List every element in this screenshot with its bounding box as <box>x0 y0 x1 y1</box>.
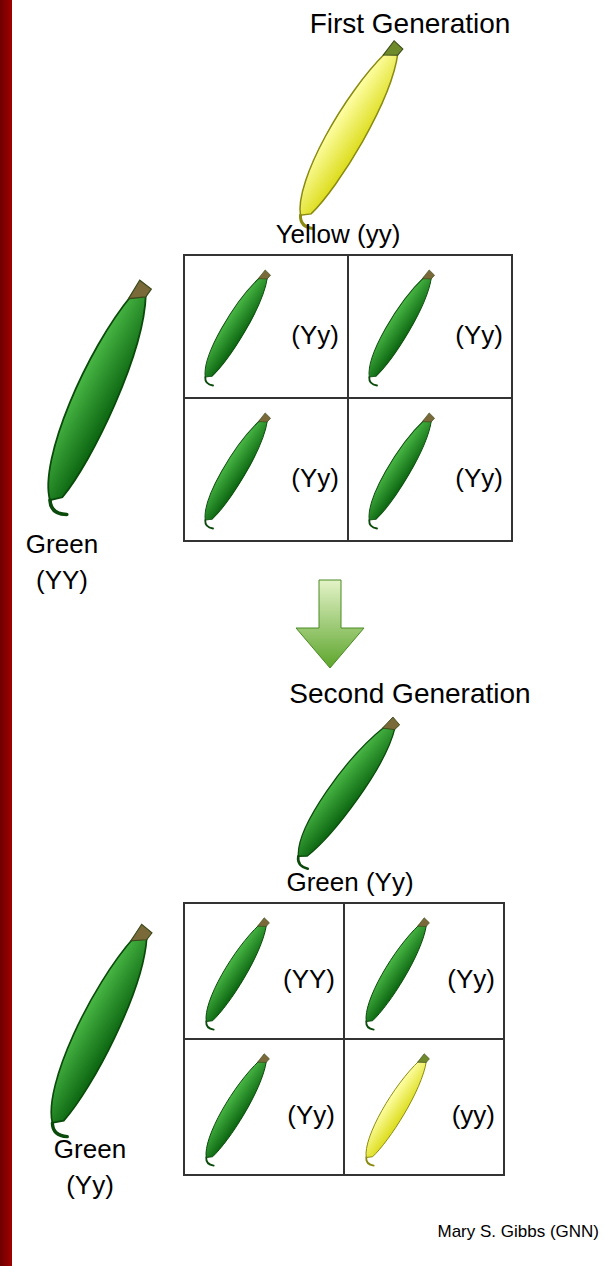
genotype-label: (yy) <box>452 1101 495 1131</box>
green-pod <box>354 268 448 387</box>
genotype-label: (Yy) <box>291 321 339 351</box>
genotype-label: (Yy) <box>287 1101 335 1131</box>
parent-label: Green <box>26 530 98 560</box>
parent-label: Green <box>54 1135 126 1165</box>
green-pod <box>192 1052 283 1167</box>
green-pod <box>354 411 448 530</box>
down-arrow <box>296 580 364 668</box>
punnett-cell: (Yy) <box>343 902 505 1040</box>
genotype-label: (Yy) <box>66 1171 114 1201</box>
punnett-cell: (Yy) <box>183 1038 345 1176</box>
punnett-cell: (Yy) <box>347 254 513 399</box>
green-pod <box>25 921 178 1139</box>
parent-label: Green (Yy) <box>286 868 413 898</box>
genotype-label: (Yy) <box>447 965 495 995</box>
green-pod <box>352 916 443 1031</box>
yellow-pod <box>276 38 426 231</box>
green-pod <box>190 268 284 387</box>
punnett-cell: (Yy) <box>183 397 349 542</box>
genotype-label: (YY) <box>36 566 88 596</box>
punnett-cell: (yy) <box>343 1038 505 1176</box>
genotype-label: (Yy) <box>455 321 503 351</box>
generation-heading: Second Generation <box>289 678 530 710</box>
parent-label: Yellow (yy) <box>276 220 401 250</box>
yellow-pod <box>352 1052 443 1167</box>
genotype-label: (Yy) <box>291 464 339 494</box>
punnett-cell: (Yy) <box>347 397 513 542</box>
genotype-label: (Yy) <box>455 464 503 494</box>
green-pod <box>19 277 180 517</box>
punnett-cell: (Yy) <box>183 254 349 399</box>
green-pod <box>192 916 283 1031</box>
generation-heading: First Generation <box>310 8 511 40</box>
genotype-label: (YY) <box>283 965 335 995</box>
credit-text: Mary S. Gibbs (GNN) <box>437 1222 599 1242</box>
green-pod <box>190 411 284 530</box>
green-pod <box>278 714 417 870</box>
punnett-cell: (YY) <box>183 902 345 1040</box>
